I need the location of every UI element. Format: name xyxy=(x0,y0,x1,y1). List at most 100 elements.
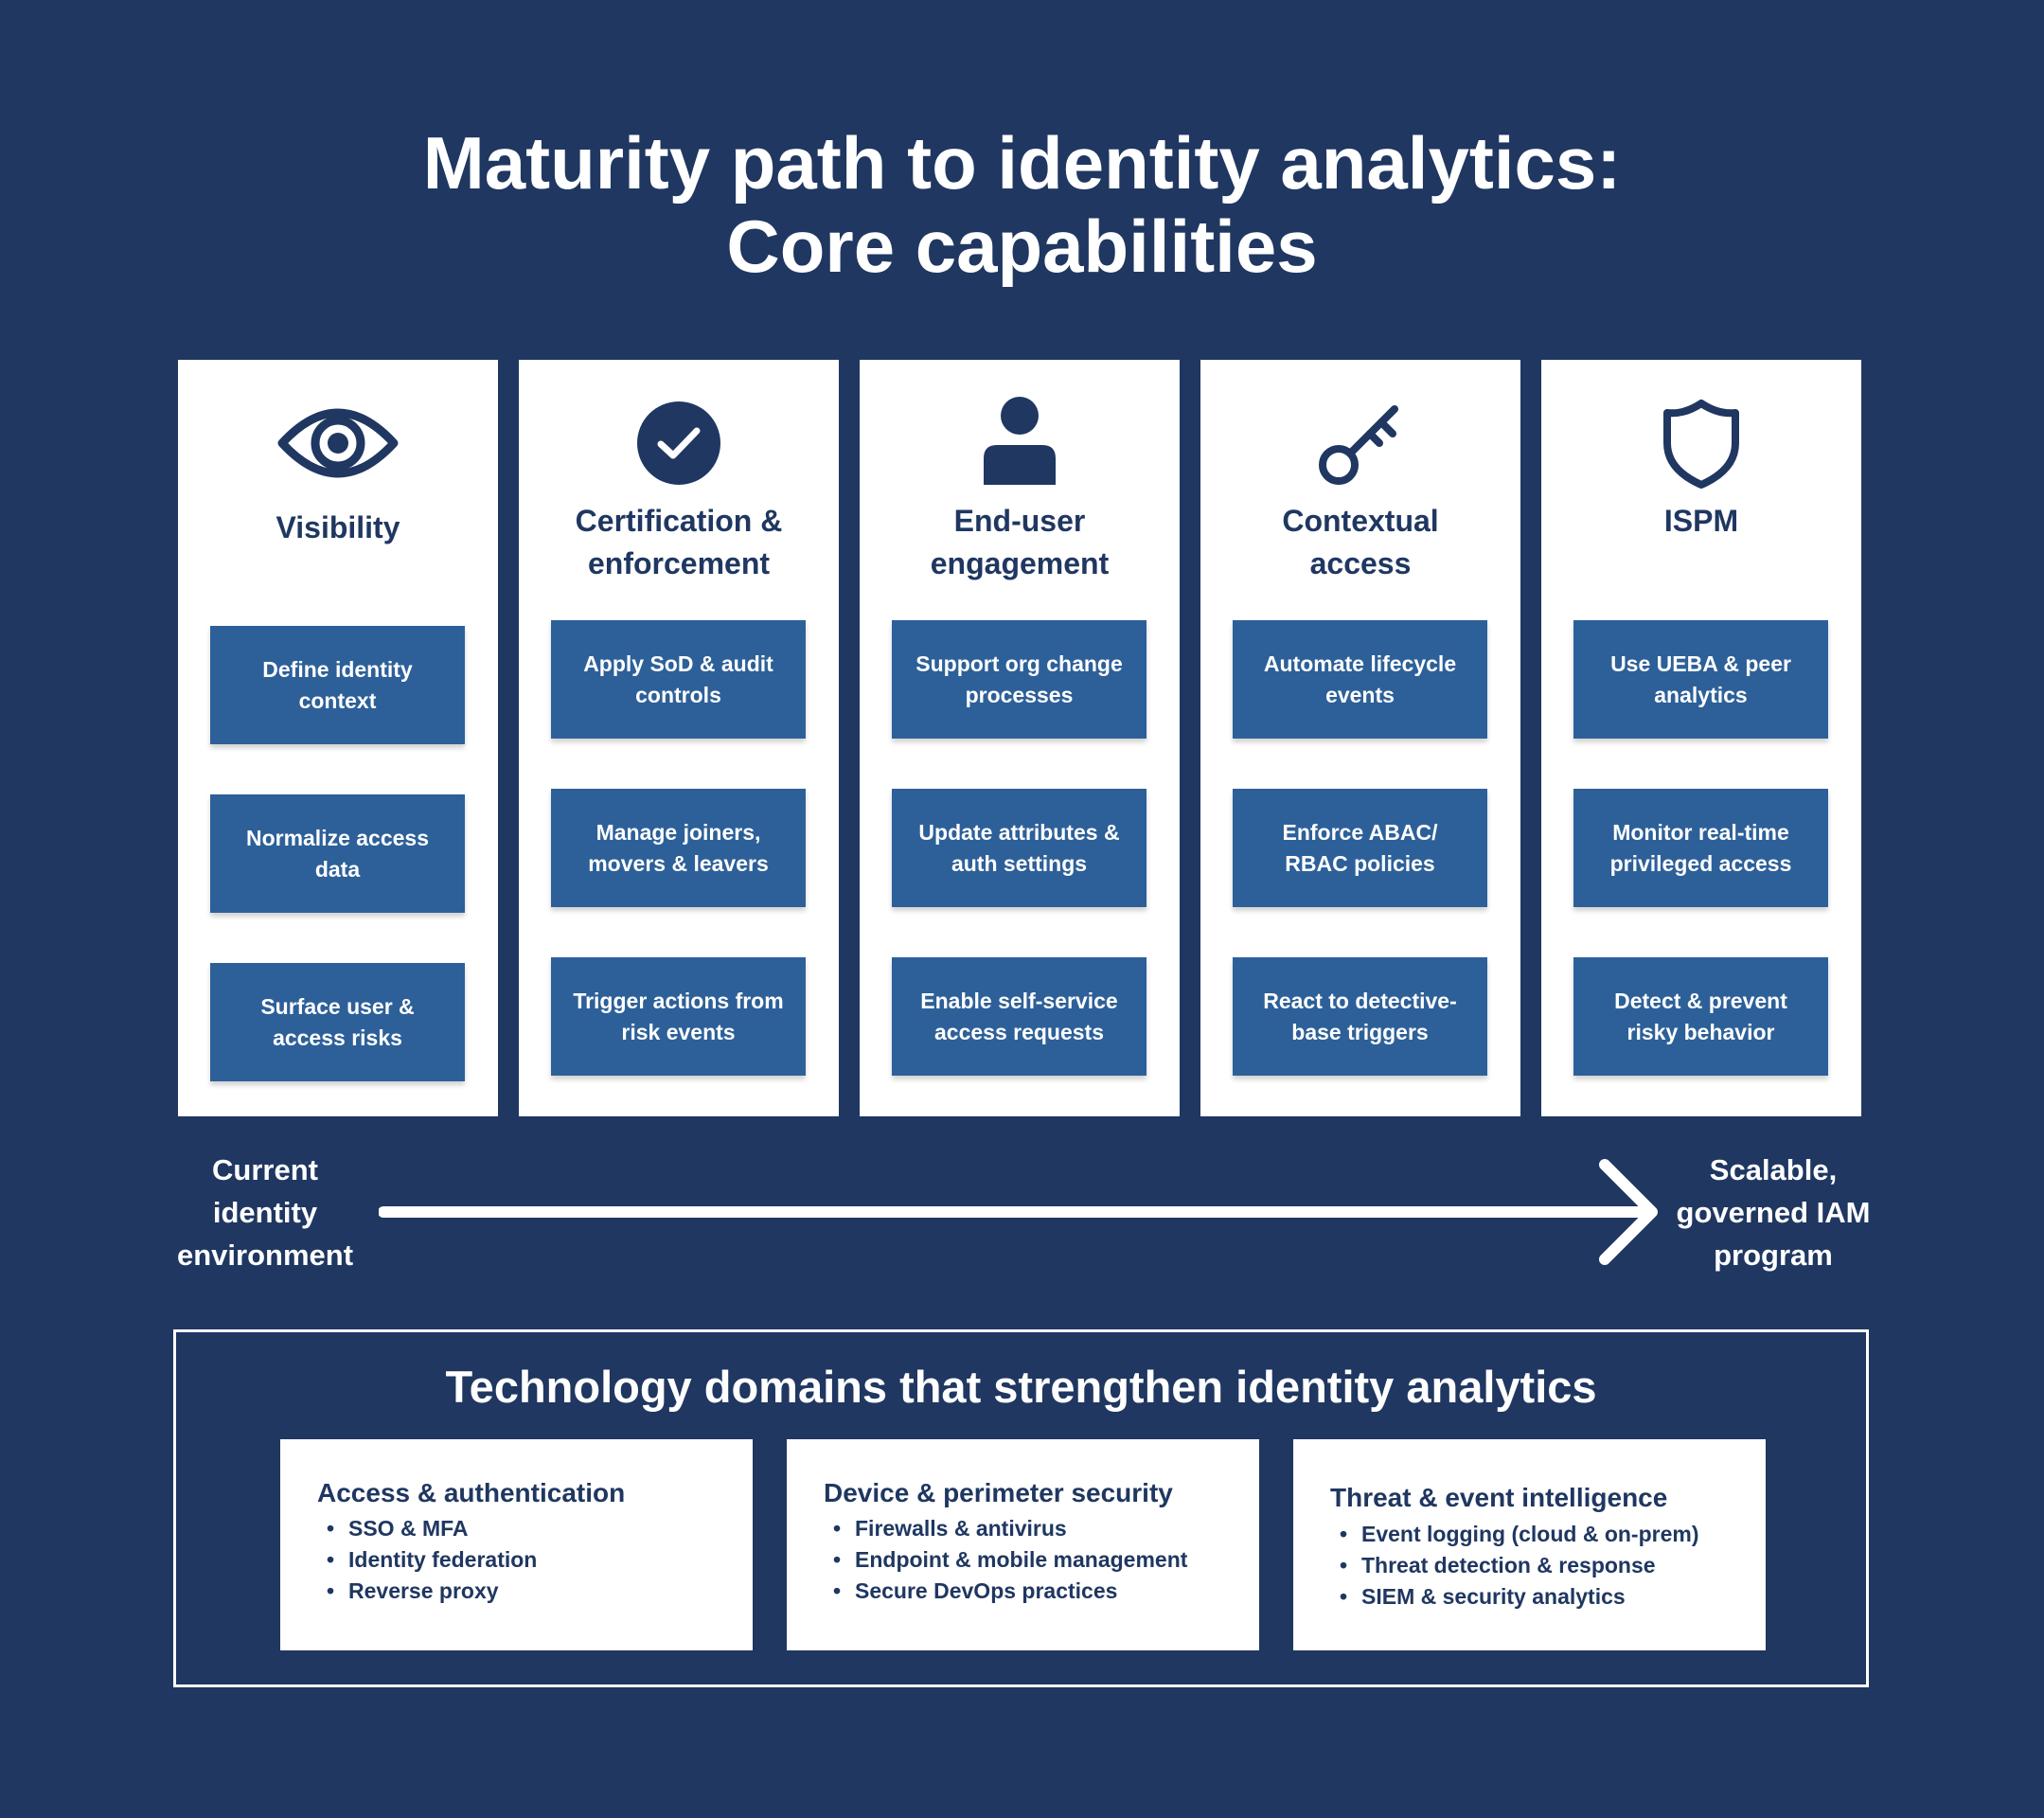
path-end-line: Scalable, xyxy=(1709,1153,1838,1186)
capability-card: Automate lifecycle events xyxy=(1233,620,1487,739)
user-icon xyxy=(860,396,1180,490)
capability-card: Use UEBA & peer analytics xyxy=(1573,620,1828,739)
key-icon xyxy=(1200,396,1520,490)
capability-column-ispm: ISPM Use UEBA & peer analytics Monitor r… xyxy=(1541,360,1861,1116)
capability-heading: Visibility xyxy=(178,507,498,549)
capability-heading: ISPM xyxy=(1541,500,1861,543)
capability-card-text: Enable self-service access requests xyxy=(920,988,1118,1044)
capability-heading-line-2: engagement xyxy=(930,546,1110,580)
capability-card: Update attributes & auth settings xyxy=(892,789,1146,907)
capability-heading-line-1: Visibility xyxy=(275,510,400,544)
domain-bullet-list: • Firewalls & antivirus • Endpoint & mobil… xyxy=(824,1513,1187,1607)
domain-bullet-item: • SSO & MFA xyxy=(317,1513,537,1544)
capability-card: Enable self-service access requests xyxy=(892,957,1146,1076)
title-line-1: Maturity path to identity analytics: xyxy=(422,121,1622,205)
domain-bullet-item: • Event logging (cloud & on-prem) xyxy=(1330,1519,1698,1550)
domain-box-threat: Threat & event intelligence • Event loggi… xyxy=(1293,1439,1766,1650)
capability-heading-line-2: access xyxy=(1309,546,1412,580)
capability-heading: Certification & enforcement xyxy=(519,500,839,585)
capability-heading: Contextual access xyxy=(1200,500,1520,585)
capability-column-visibility: Visibility Define identity context Norma… xyxy=(178,360,498,1116)
domain-bullet-text: SSO & MFA xyxy=(348,1516,469,1541)
capability-heading-line-2: enforcement xyxy=(587,546,771,580)
bullet-dot-icon: • xyxy=(833,1578,842,1603)
path-start-line: identity xyxy=(212,1196,318,1229)
capability-heading-line-1: Contextual xyxy=(1282,504,1439,538)
capability-card: Monitor real-time privileged access xyxy=(1573,789,1828,907)
domain-bullet-item: • Endpoint & mobile management xyxy=(824,1544,1187,1576)
capability-card: Define identity context xyxy=(210,626,465,744)
capability-card-text: Surface user & access risks xyxy=(260,993,415,1050)
title-line-2: Core capabilities xyxy=(726,205,1318,288)
domain-box-device: Device & perimeter security • Firewalls &… xyxy=(787,1439,1259,1650)
capability-card: Enforce ABAC/ RBAC policies xyxy=(1233,789,1487,907)
domain-box-title: Access & authentication xyxy=(317,1478,626,1507)
path-start-line: Current xyxy=(212,1153,318,1186)
capability-card: Surface user & access risks xyxy=(210,963,465,1081)
domain-box-access: Access & authentication • SSO & MFA • Iden… xyxy=(280,1439,753,1650)
capability-card-text: Manage joiners, movers & leavers xyxy=(588,819,769,876)
capability-card: React to detective-base triggers xyxy=(1233,957,1487,1076)
capability-card-text: Enforce ABAC/ RBAC policies xyxy=(1282,819,1438,876)
capability-card-text: Normalize access data xyxy=(245,825,430,882)
bullet-dot-icon: • xyxy=(327,1578,335,1603)
technology-domains-title: Technology domains that strengthen ident… xyxy=(445,1362,1597,1412)
capability-card-text: Use UEBA & peer analytics xyxy=(1610,651,1791,707)
shield-icon xyxy=(1541,396,1861,490)
path-start-label: Current identity environment xyxy=(151,1149,379,1276)
capability-card-text: Support org change processes xyxy=(915,651,1123,707)
domain-bullet-text: Threat detection & response xyxy=(1361,1553,1656,1577)
path-end-label: Scalable, governed IAM program xyxy=(1660,1149,1887,1276)
bullet-dot-icon: • xyxy=(1340,1584,1348,1609)
capability-card-text: Update attributes & auth settings xyxy=(918,819,1120,876)
checkmark-circle-icon xyxy=(519,396,839,490)
domain-bullet-list: • SSO & MFA • Identity federation • Reverse… xyxy=(317,1513,537,1607)
capability-heading-line-1: Certification & xyxy=(575,504,783,538)
capability-card: Support org change processes xyxy=(892,620,1146,739)
path-arrow xyxy=(379,1159,1658,1265)
capability-card-text: Apply SoD & audit controls xyxy=(583,651,773,707)
capability-heading-line-1: ISPM xyxy=(1663,504,1739,538)
domain-bullet-item: • Reverse proxy xyxy=(317,1576,537,1607)
eye-icon xyxy=(178,396,498,490)
technology-domains-panel: Technology domains that strengthen ident… xyxy=(173,1329,1869,1687)
capability-heading: End-user engagement xyxy=(860,500,1180,585)
domain-bullet-text: Reverse proxy xyxy=(348,1578,499,1603)
capability-card: Apply SoD & audit controls xyxy=(551,620,806,739)
domain-bullet-item: • Firewalls & antivirus xyxy=(824,1513,1187,1544)
bullet-dot-icon: • xyxy=(1340,1553,1348,1577)
capability-card-text: Trigger actions from risk events xyxy=(573,988,784,1044)
capability-column-certification: Certification & enforcement Apply SoD & … xyxy=(519,360,839,1116)
bullet-dot-icon: • xyxy=(327,1516,335,1541)
domain-bullet-item: • Identity federation xyxy=(317,1544,537,1576)
capability-card: Normalize access data xyxy=(210,794,465,913)
path-arrow-spacer xyxy=(379,1150,720,1151)
domain-bullet-text: Event logging (cloud & on-prem) xyxy=(1361,1522,1699,1546)
domain-bullet-item: • SIEM & security analytics xyxy=(1330,1581,1698,1613)
domain-bullet-item: •Secure DevOps practices xyxy=(824,1576,1187,1607)
capability-card-text: Define identity context xyxy=(262,656,413,713)
capability-card-text: Automate lifecycle events xyxy=(1263,651,1457,707)
domain-box-title: Device & perimeter security xyxy=(824,1478,1173,1507)
capability-card: Manage joiners, movers & leavers xyxy=(551,789,806,907)
capability-card: Trigger actions from risk events xyxy=(551,957,806,1076)
domain-bullet-text: Firewalls & antivirus xyxy=(855,1516,1067,1541)
domain-bullet-text: Endpoint & mobile management xyxy=(855,1547,1188,1572)
path-end-line: governed IAM xyxy=(1676,1196,1871,1229)
path-start-line: environment xyxy=(176,1239,354,1272)
domain-bullet-list: • Event logging (cloud & on-prem) • Threat… xyxy=(1330,1519,1698,1613)
bullet-dot-icon: • xyxy=(327,1547,335,1572)
domain-box-title: Threat & event intelligence xyxy=(1330,1483,1668,1512)
bullet-dot-icon: • xyxy=(1340,1522,1348,1546)
capability-card-text: React to detective-base triggers xyxy=(1263,988,1457,1044)
bullet-dot-icon: • xyxy=(833,1547,842,1572)
capability-card: Detect & prevent risky behavior xyxy=(1573,957,1828,1076)
domain-bullet-text: SIEM & security analytics xyxy=(1361,1584,1626,1609)
capability-heading-line-1: End-user xyxy=(953,504,1086,538)
bullet-dot-icon: • xyxy=(833,1516,842,1541)
page-title: Maturity path to identity analytics: Cor… xyxy=(0,121,2044,288)
capability-card-text: Monitor real-time privileged access xyxy=(1609,819,1792,876)
domain-bullet-text: Identity federation xyxy=(348,1547,538,1572)
capability-column-end-user: End-user engagement Support org change p… xyxy=(860,360,1180,1116)
capability-card-text: Detect & prevent risky behavior xyxy=(1614,988,1787,1044)
